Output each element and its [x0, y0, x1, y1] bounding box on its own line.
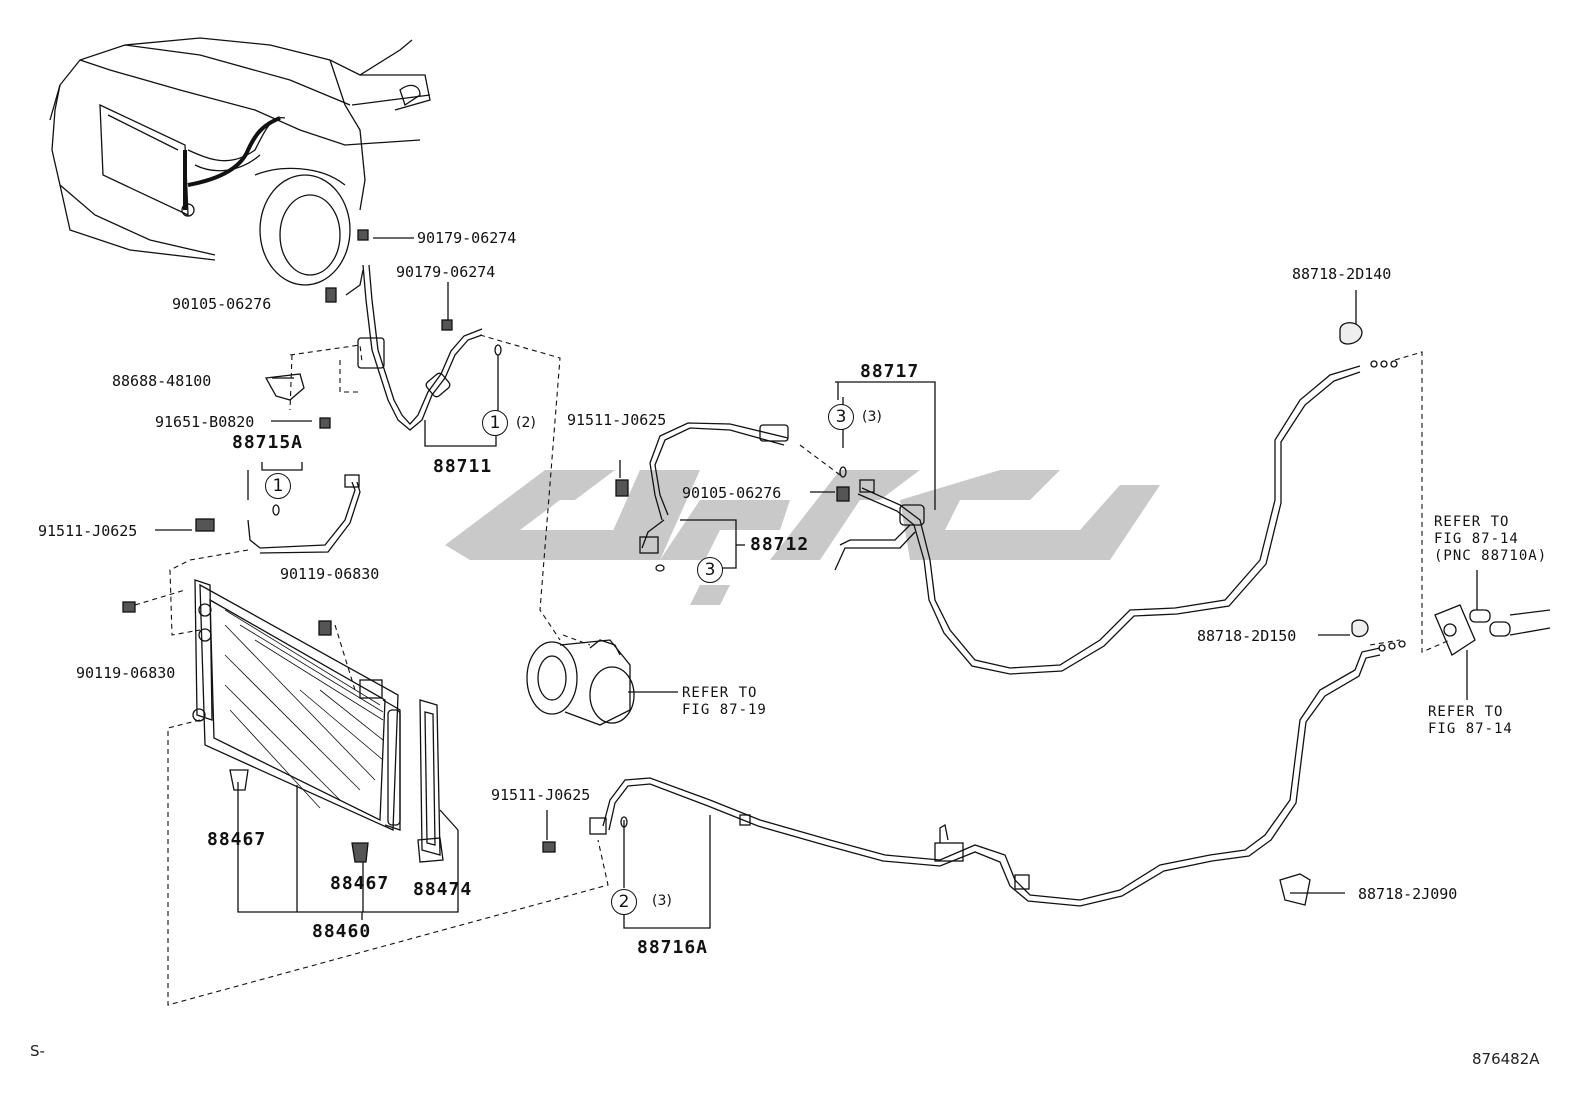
- label-88460: 88460: [312, 921, 372, 942]
- callout-1-upper: 1: [482, 410, 508, 436]
- label-91651-b0820: 91651-B0820: [155, 413, 255, 431]
- side-seal-88474-shape: [419, 699, 441, 856]
- callout-1-upper-qty: (2): [516, 415, 536, 431]
- label-91511-j0625-middle: 91511-J0625: [567, 411, 667, 429]
- refer-note-lower-right: REFER TO FIG 87-14: [1428, 704, 1513, 737]
- label-91511-j0625-left: 91511-J0625: [38, 522, 138, 540]
- condenser-assembly: [192, 579, 401, 831]
- callout-3-upper: 3: [828, 404, 854, 430]
- figure-code: 876482A: [1472, 1050, 1540, 1068]
- corner-left-mark: S-: [30, 1042, 45, 1060]
- label-88711: 88711: [433, 456, 493, 477]
- label-88718-2d150: 88718-2D150: [1197, 627, 1297, 645]
- watermark-logo: [445, 470, 1160, 605]
- car-ac-line-highlight: [183, 116, 281, 210]
- label-90179-06274-lower: 90179-06274: [396, 263, 496, 281]
- label-90105-06276-left: 90105-06276: [172, 295, 272, 313]
- leader-lines: [155, 237, 1478, 929]
- compressor-shape: [526, 639, 635, 726]
- refer-note-upper-right: REFER TO FIG 87-14 (PNC 88710A): [1434, 514, 1548, 564]
- callout-3-middle: 3: [697, 557, 723, 583]
- pipes: [247, 264, 1381, 907]
- label-90119-06830-upper: 90119-06830: [280, 565, 380, 583]
- label-88716a: 88716A: [637, 937, 709, 958]
- label-88467-right: 88467: [330, 873, 390, 894]
- label-88688-48100: 88688-48100: [112, 372, 212, 390]
- label-90119-06830-lower: 90119-06830: [76, 664, 176, 682]
- label-90179-06274-upper: 90179-06274: [417, 229, 517, 247]
- callout-2-qty: (3): [652, 893, 672, 909]
- label-88718-2d140: 88718-2D140: [1292, 265, 1392, 283]
- fittings: [122, 229, 1551, 906]
- dashed-guides: [134, 334, 1451, 1006]
- label-88717: 88717: [860, 361, 920, 382]
- label-88467-left: 88467: [207, 829, 267, 850]
- label-88474: 88474: [413, 879, 473, 900]
- car-front-illustration: [49, 37, 431, 286]
- label-88715a: 88715A: [232, 432, 304, 453]
- label-91511-j0625-bottom: 91511-J0625: [491, 786, 591, 804]
- callout-3-upper-qty: (3): [862, 409, 882, 425]
- callout-1-left: 1: [265, 473, 291, 499]
- label-88718-2j090: 88718-2J090: [1358, 885, 1458, 903]
- label-88712: 88712: [750, 534, 810, 555]
- refer-note-compressor: REFER TO FIG 87-19: [682, 685, 767, 718]
- callout-2: 2: [611, 889, 637, 915]
- label-90105-06276-right: 90105-06276: [682, 484, 782, 502]
